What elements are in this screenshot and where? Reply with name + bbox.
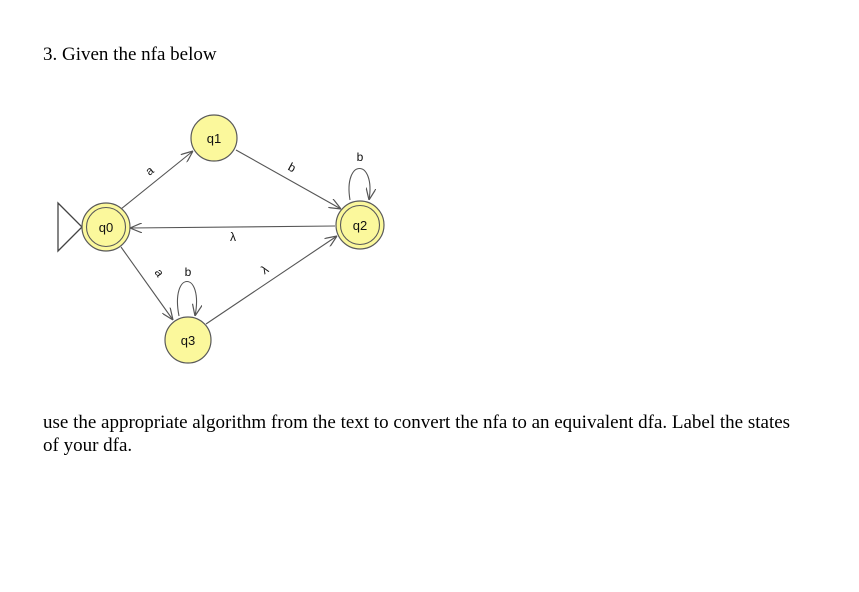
- edge-label-q2-q2: b: [357, 150, 364, 164]
- edge-q1-q2: [235, 149, 341, 209]
- state-q3: q3: [164, 316, 212, 364]
- state-q1: q1: [190, 114, 238, 162]
- state-q2: q2: [335, 200, 385, 250]
- state-q1-label: q1: [207, 131, 221, 146]
- state-q2-label: q2: [353, 218, 367, 233]
- edge-q0-q3: [120, 246, 173, 320]
- edge-label-q1-q2: b: [286, 160, 299, 176]
- loop-q2: [348, 168, 370, 201]
- edge-label-q3-q3: b: [185, 265, 192, 279]
- edge-q3-q2: [205, 236, 337, 325]
- edge-label-q0-q3: a: [152, 266, 167, 280]
- state-q3-label: q3: [181, 333, 195, 348]
- edge-label-q0-q1: a: [143, 163, 157, 178]
- question-heading: 3. Given the nfa below: [43, 44, 217, 65]
- loop-q3: [177, 280, 196, 317]
- edge-q2-q0: [130, 226, 336, 228]
- initial-state-arrow: [57, 201, 83, 253]
- state-q0: q0: [81, 202, 131, 252]
- edge-label-q2-q0: λ: [230, 230, 236, 244]
- edge-label-q3-q2: λ: [258, 262, 271, 277]
- question-instructions: use the appropriate algorithm from the t…: [43, 412, 791, 456]
- state-q0-label: q0: [99, 220, 113, 235]
- edge-q0-q1: [120, 151, 193, 210]
